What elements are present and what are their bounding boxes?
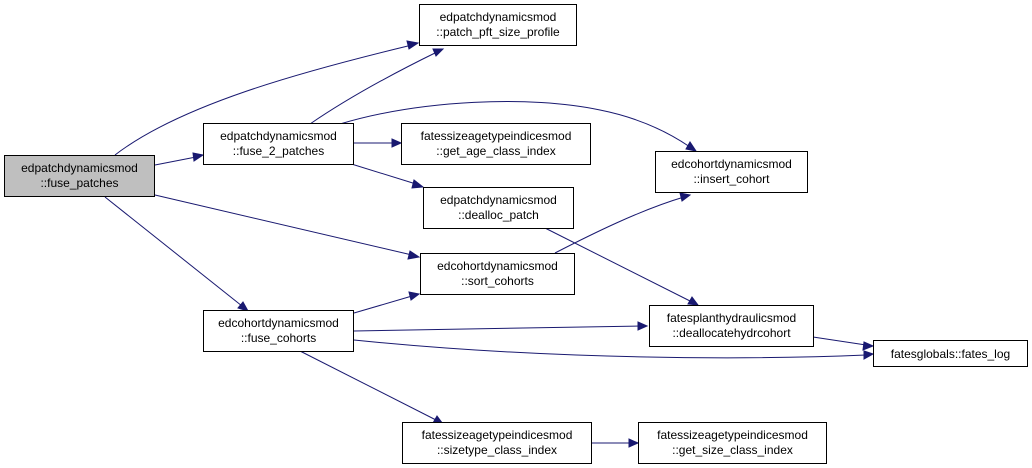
arrowhead: [411, 179, 425, 189]
arrowhead: [862, 341, 875, 351]
node-fuse-2-patches[interactable]: edpatchdynamicsmod ::fuse_2_patches: [203, 123, 354, 165]
edge-fuse-cohorts-to-deallocatehydrcohort: [353, 321, 649, 332]
node-box: [419, 4, 577, 46]
edge-path: [154, 156, 197, 166]
arrowhead: [408, 291, 421, 301]
edge-path: [339, 101, 691, 148]
edge-fuse-2-patches-to-dealloc-patch: [344, 161, 425, 189]
edge-path: [554, 196, 685, 254]
edge-path: [812, 336, 867, 346]
node-box: [649, 305, 814, 347]
edge-fuse-2-patches-to-patch-pft-size-profile: [309, 48, 445, 125]
node-label-line1: fatessizeagetypeindicesmod: [657, 428, 808, 442]
edge-fuse-2-patches-to-get-age-class-index: [354, 138, 403, 148]
node-dealloc-patch[interactable]: edpatchdynamicsmod ::dealloc_patch: [423, 187, 574, 229]
edge-path: [353, 295, 413, 314]
node-label-line1: fatesplanthydraulicsmod: [667, 311, 796, 325]
node-get-size-class-index[interactable]: fatessizeagetypeindicesmod ::get_size_cl…: [638, 422, 827, 464]
edge-fuse-patches-to-patch-pft-size-profile: [114, 40, 420, 156]
node-label-line2: ::patch_pft_size_profile: [436, 25, 560, 39]
edge-path: [544, 227, 693, 303]
node-fuse-cohorts[interactable]: edcohortdynamicsmod ::fuse_cohorts: [203, 310, 354, 352]
edge-fuse-patches-to-sort-cohorts: [154, 194, 421, 260]
arrowhead: [685, 141, 698, 152]
node-label-line2: ::sort_cohorts: [461, 274, 534, 288]
arrowhead: [406, 40, 420, 50]
edge-path: [353, 325, 641, 332]
node-box: [638, 422, 827, 464]
node-label-line1: fatessizeagetypeindicesmod: [421, 129, 572, 143]
node-box: [203, 123, 354, 165]
node-box: [420, 253, 575, 295]
node-label-line2: ::deallocatehydrcohort: [672, 326, 791, 340]
arrowhead: [407, 250, 421, 260]
node-box: [203, 310, 354, 352]
node-box: [402, 422, 592, 464]
node-box: [401, 123, 591, 165]
arrowhead: [637, 321, 649, 331]
arrowhead: [237, 301, 250, 312]
node-box: [423, 187, 574, 229]
node-label-line2: ::get_age_class_index: [436, 144, 555, 158]
edge-path: [104, 196, 243, 307]
edges-layer: [104, 40, 875, 448]
node-label-line1: fatesglobals::fates_log: [891, 347, 1010, 361]
arrowhead: [192, 152, 205, 162]
node-label-line2: ::get_size_class_index: [672, 443, 793, 457]
node-box: [655, 151, 808, 193]
node-label-line2: ::sizetype_class_index: [437, 443, 557, 457]
edge-path: [154, 194, 413, 256]
arrowhead: [432, 48, 445, 57]
arrowhead: [863, 350, 875, 360]
node-label-line1: edpatchdynamicsmod: [440, 10, 557, 24]
arrowhead: [679, 192, 692, 202]
node-label-line1: edcohortdynamicsmod: [218, 316, 339, 330]
edge-path: [309, 51, 438, 125]
node-get-age-class-index[interactable]: fatessizeagetypeindicesmod ::get_age_cla…: [401, 123, 591, 165]
node-patch-pft-size-profile[interactable]: edpatchdynamicsmod ::patch_pft_size_prof…: [419, 4, 577, 46]
edge-sizetype-class-index-to-get-size-class-index: [591, 438, 640, 448]
arrowhead: [391, 138, 403, 148]
node-label-line2: ::fuse_cohorts: [241, 331, 316, 345]
edge-fuse-cohorts-to-sizetype-class-index: [299, 350, 445, 425]
node-label-line2: ::insert_cohort: [693, 172, 770, 186]
edge-path: [114, 44, 413, 156]
node-label-line1: edpatchdynamicsmod: [21, 161, 138, 175]
edge-deallocatehydrcohort-to-fates-log: [812, 336, 875, 351]
node-fates-log[interactable]: fatesglobals::fates_log: [873, 340, 1028, 367]
node-fuse-patches[interactable]: edpatchdynamicsmod ::fuse_patches: [4, 155, 155, 197]
edge-sort-cohorts-to-insert-cohort: [554, 192, 692, 254]
node-sort-cohorts[interactable]: edcohortdynamicsmod ::sort_cohorts: [420, 253, 575, 295]
node-label-line2: ::dealloc_patch: [458, 208, 539, 222]
edge-path: [353, 339, 867, 359]
edge-fuse-cohorts-to-sort-cohorts: [353, 291, 421, 314]
node-label-line2: ::fuse_2_patches: [233, 144, 324, 158]
node-deallocatehydrcohort[interactable]: fatesplanthydraulicsmod ::deallocatehydr…: [649, 305, 814, 347]
node-label-line1: edpatchdynamicsmod: [440, 193, 557, 207]
node-sizetype-class-index[interactable]: fatessizeagetypeindicesmod ::sizetype_cl…: [402, 422, 592, 464]
edge-fuse-cohorts-to-fates-log: [353, 339, 875, 360]
node-label-line1: fatessizeagetypeindicesmod: [422, 428, 573, 442]
node-label-line2: ::fuse_patches: [40, 176, 118, 190]
node-label-line1: edcohortdynamicsmod: [437, 259, 558, 273]
arrowhead: [687, 296, 700, 306]
edge-path: [299, 350, 437, 421]
nodes-layer: edpatchdynamicsmod ::fuse_patches edpatc…: [4, 4, 1028, 464]
edge-path: [344, 161, 417, 185]
node-label-line1: edcohortdynamicsmod: [671, 157, 792, 171]
edge-dealloc-patch-to-deallocatehydrcohort: [544, 227, 700, 306]
node-label-line1: edpatchdynamicsmod: [220, 129, 337, 143]
node-box: [873, 340, 1028, 367]
arrowhead: [628, 438, 640, 448]
node-box: [4, 155, 155, 197]
edge-fuse-patches-to-fuse-cohorts: [104, 196, 250, 312]
node-insert-cohort[interactable]: edcohortdynamicsmod ::insert_cohort: [655, 151, 808, 193]
edge-fuse-patches-to-fuse-2-patches: [154, 152, 205, 166]
edge-fuse-2-patches-to-insert-cohort: [339, 101, 698, 152]
